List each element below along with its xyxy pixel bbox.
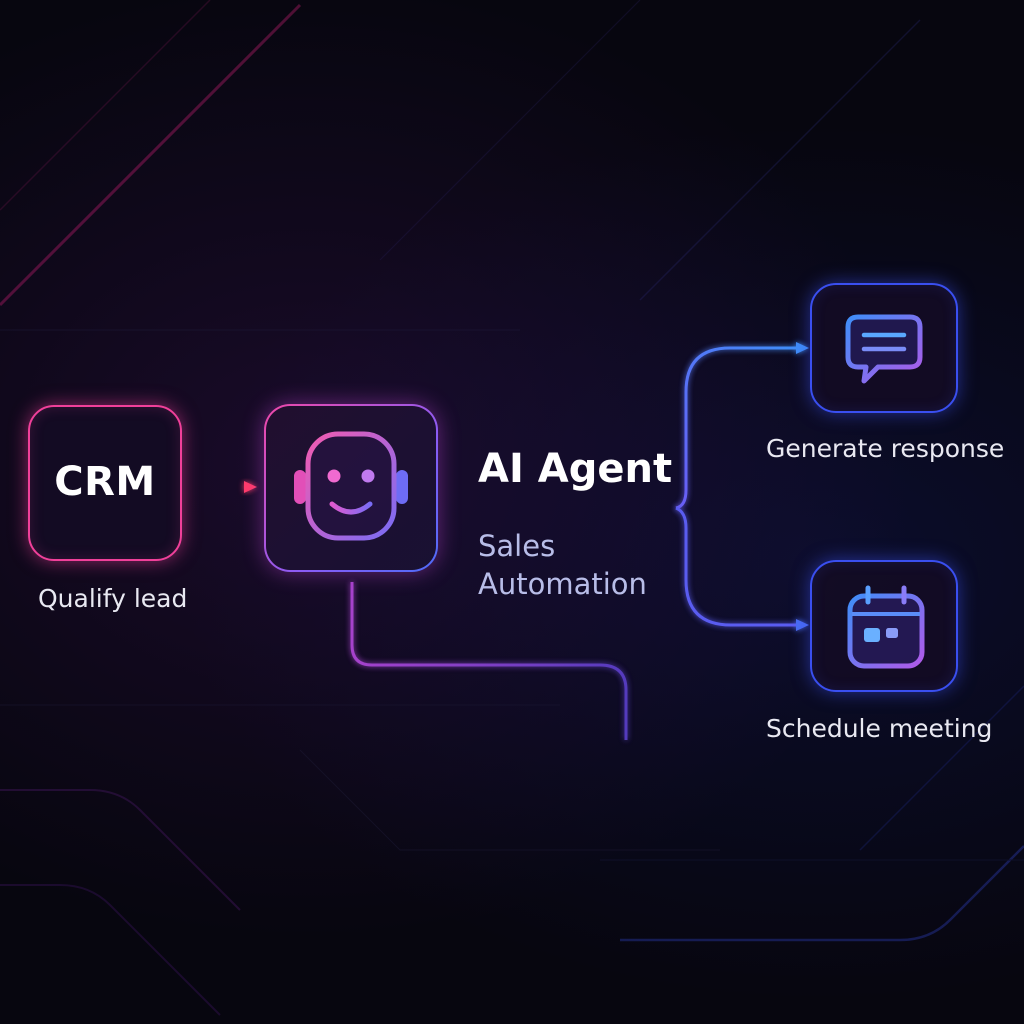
robot-face-icon xyxy=(294,431,408,541)
calendar-icon xyxy=(847,585,925,669)
ai-agent-subtitle: Sales Automation xyxy=(478,529,647,601)
generate-response-node[interactable] xyxy=(810,283,958,413)
schedule-meeting-node[interactable] xyxy=(810,560,958,692)
qualify-lead-caption: Qualify lead xyxy=(38,584,188,613)
crm-label: CRM xyxy=(54,459,156,505)
connector-agent-loop xyxy=(350,582,628,740)
connector-to-meeting xyxy=(675,506,809,631)
chat-bubble-icon xyxy=(845,314,923,384)
ai-agent-title: AI Agent xyxy=(478,446,673,492)
connector-to-response xyxy=(675,342,809,510)
schedule-meeting-caption: Schedule meeting xyxy=(766,714,993,743)
generate-response-caption: Generate response xyxy=(766,434,1005,463)
crm-node[interactable]: CRM xyxy=(28,405,182,561)
connector-crm-to-agent xyxy=(184,481,257,493)
ai-agent-node[interactable] xyxy=(264,404,438,572)
